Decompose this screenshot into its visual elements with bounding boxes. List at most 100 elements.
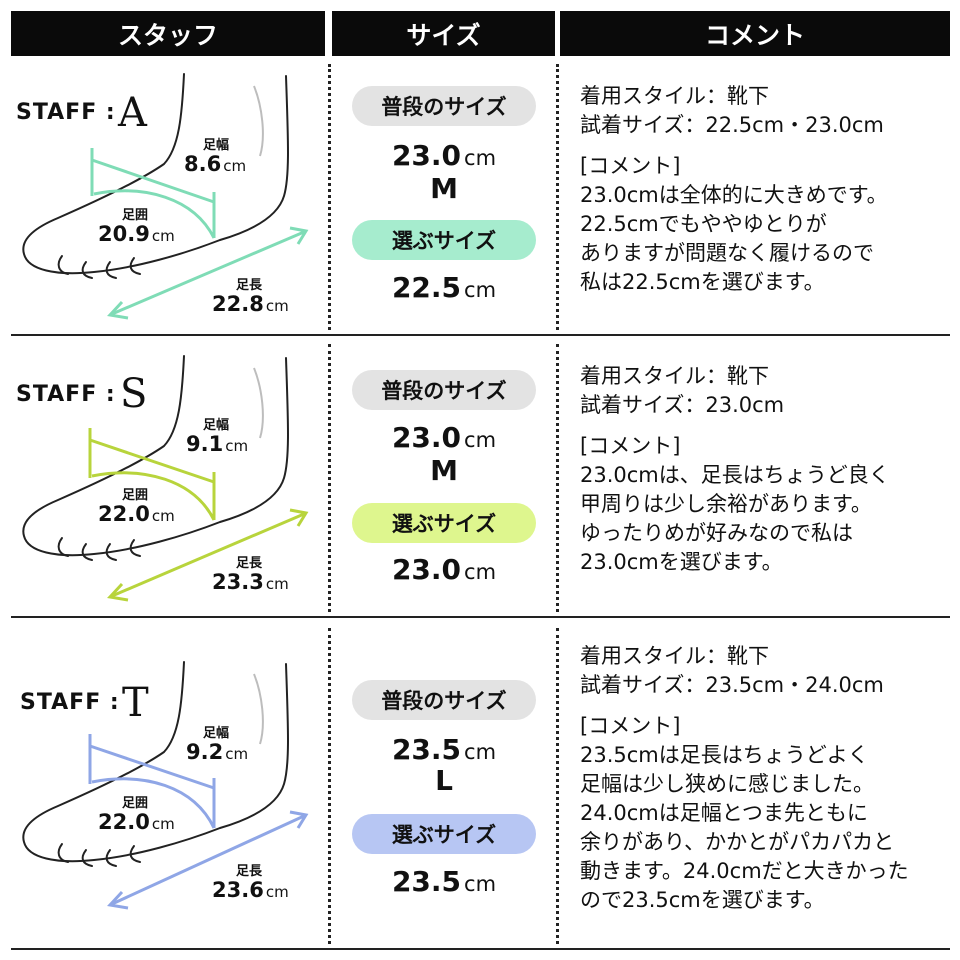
comment-block: 着用スタイル：靴下 試着サイズ：23.0cm [コメント] 23.0cmは、足長… <box>580 362 952 577</box>
column-separator <box>328 344 331 612</box>
header-staff: スタッフ <box>11 11 325 56</box>
usual-size-letter: M <box>430 172 458 205</box>
comment-title: [コメント] <box>580 714 681 738</box>
tried-sizes: 試着サイズ：23.0cm <box>580 393 785 417</box>
staff-label: STAFF : <box>20 690 120 715</box>
measure-marks <box>90 148 309 320</box>
staff-letter: A <box>118 90 147 136</box>
foot-length-caption: 足長 <box>236 864 263 879</box>
comment-block: 着用スタイル：靴下 試着サイズ：22.5cm・23.0cm [コメント] 23.… <box>580 82 952 297</box>
column-separator <box>556 628 559 944</box>
girth-arc <box>91 777 216 829</box>
length-arrow-right <box>289 810 309 829</box>
foot-outline <box>22 355 289 561</box>
width-line <box>89 438 215 484</box>
column-separator <box>328 64 331 330</box>
length-arrow-right <box>289 508 309 527</box>
staff-letter: S <box>120 371 148 417</box>
foot-length-caption: 足長 <box>236 278 263 293</box>
length-arrow-right <box>289 226 309 245</box>
staff-letter: T <box>122 680 149 726</box>
column-separator <box>328 628 331 944</box>
width-line <box>91 158 215 204</box>
foot-illustration <box>22 73 309 320</box>
foot-illustration <box>22 355 309 602</box>
length-line <box>111 512 305 598</box>
row-divider <box>11 616 950 618</box>
row-divider <box>11 334 950 336</box>
foot-girth-caption: 足囲 <box>122 796 149 811</box>
tried-sizes: 試着サイズ：23.5cm・24.0cm <box>580 673 884 697</box>
ankle-shadow <box>253 367 264 439</box>
comment-line: 甲周りは少し余裕があります。 <box>580 492 872 516</box>
length-arrow-left <box>107 890 129 910</box>
usual-size-badge: 普段のサイズ <box>352 370 536 410</box>
comment-line: 22.5cmでもややゆとりが <box>580 212 827 236</box>
foot-illustration <box>22 661 309 910</box>
foot-outline <box>22 73 289 279</box>
foot-outline <box>22 661 289 867</box>
tried-sizes: 試着サイズ：22.5cm・23.0cm <box>580 113 884 137</box>
girth-arc <box>91 471 216 521</box>
foot-width-caption: 足幅 <box>203 418 230 433</box>
chosen-size-badge: 選ぶサイズ <box>352 220 536 260</box>
column-separator <box>556 64 559 330</box>
comment-title: [コメント] <box>580 154 681 178</box>
comment-block: 着用スタイル：靴下 試着サイズ：23.5cm・24.0cm [コメント] 23.… <box>580 642 952 915</box>
ankle-shadow <box>253 85 264 157</box>
comment-line: 24.0cmは足幅とつま先ともに <box>580 801 868 825</box>
measure-marks <box>88 428 309 602</box>
usual-size-badge: 普段のサイズ <box>352 680 536 720</box>
comment-line: 23.5cmは足長はちょうどよく <box>580 743 869 767</box>
comment-line: 23.0cmは全体的に大きめです。 <box>580 183 888 207</box>
foot-width-caption: 足幅 <box>203 726 230 741</box>
comment-line: 動きます。24.0cmだと大きかった <box>580 859 909 883</box>
comment-line: 余りがあり、かかとがパカパカと <box>580 830 895 854</box>
comment-line: 23.0cmは、足長はちょうど良く <box>580 463 890 487</box>
staff-label: STAFF : <box>16 382 116 407</box>
comment-line: ありますが問題なく履けるので <box>580 241 874 265</box>
girth-arc <box>93 189 216 239</box>
length-line <box>111 814 305 906</box>
foot-girth-caption: 足囲 <box>122 208 149 223</box>
comment-line: 私は22.5cmを選びます。 <box>580 270 825 294</box>
length-arrow-left <box>107 300 129 320</box>
usual-size-letter: L <box>435 764 453 797</box>
header-size: サイズ <box>332 11 555 56</box>
comment-title: [コメント] <box>580 434 681 458</box>
comment-line: ゆったりめが好みなので私は <box>580 521 853 545</box>
length-arrow-left <box>107 582 129 602</box>
chosen-size-badge: 選ぶサイズ <box>352 814 536 854</box>
foot-girth-caption: 足囲 <box>122 488 149 503</box>
foot-width-caption: 足幅 <box>203 138 230 153</box>
usual-size-badge: 普段のサイズ <box>352 86 536 126</box>
comment-line: 足幅は少し狭めに感じました。 <box>580 772 874 796</box>
row-divider <box>11 948 950 950</box>
staff-label: STAFF : <box>16 100 116 125</box>
header-comment: コメント <box>560 11 950 56</box>
usual-size-letter: M <box>430 454 458 487</box>
measure-marks <box>88 734 309 910</box>
comment-line: 23.0cmを選びます。 <box>580 550 783 574</box>
wear-style: 着用スタイル：靴下 <box>580 84 769 108</box>
width-line <box>89 744 215 790</box>
length-line <box>111 230 305 316</box>
comment-line: ので23.5cmを選びます。 <box>580 888 825 912</box>
wear-style: 着用スタイル：靴下 <box>580 644 769 668</box>
foot-length-caption: 足長 <box>236 556 263 571</box>
chosen-size-badge: 選ぶサイズ <box>352 503 536 543</box>
